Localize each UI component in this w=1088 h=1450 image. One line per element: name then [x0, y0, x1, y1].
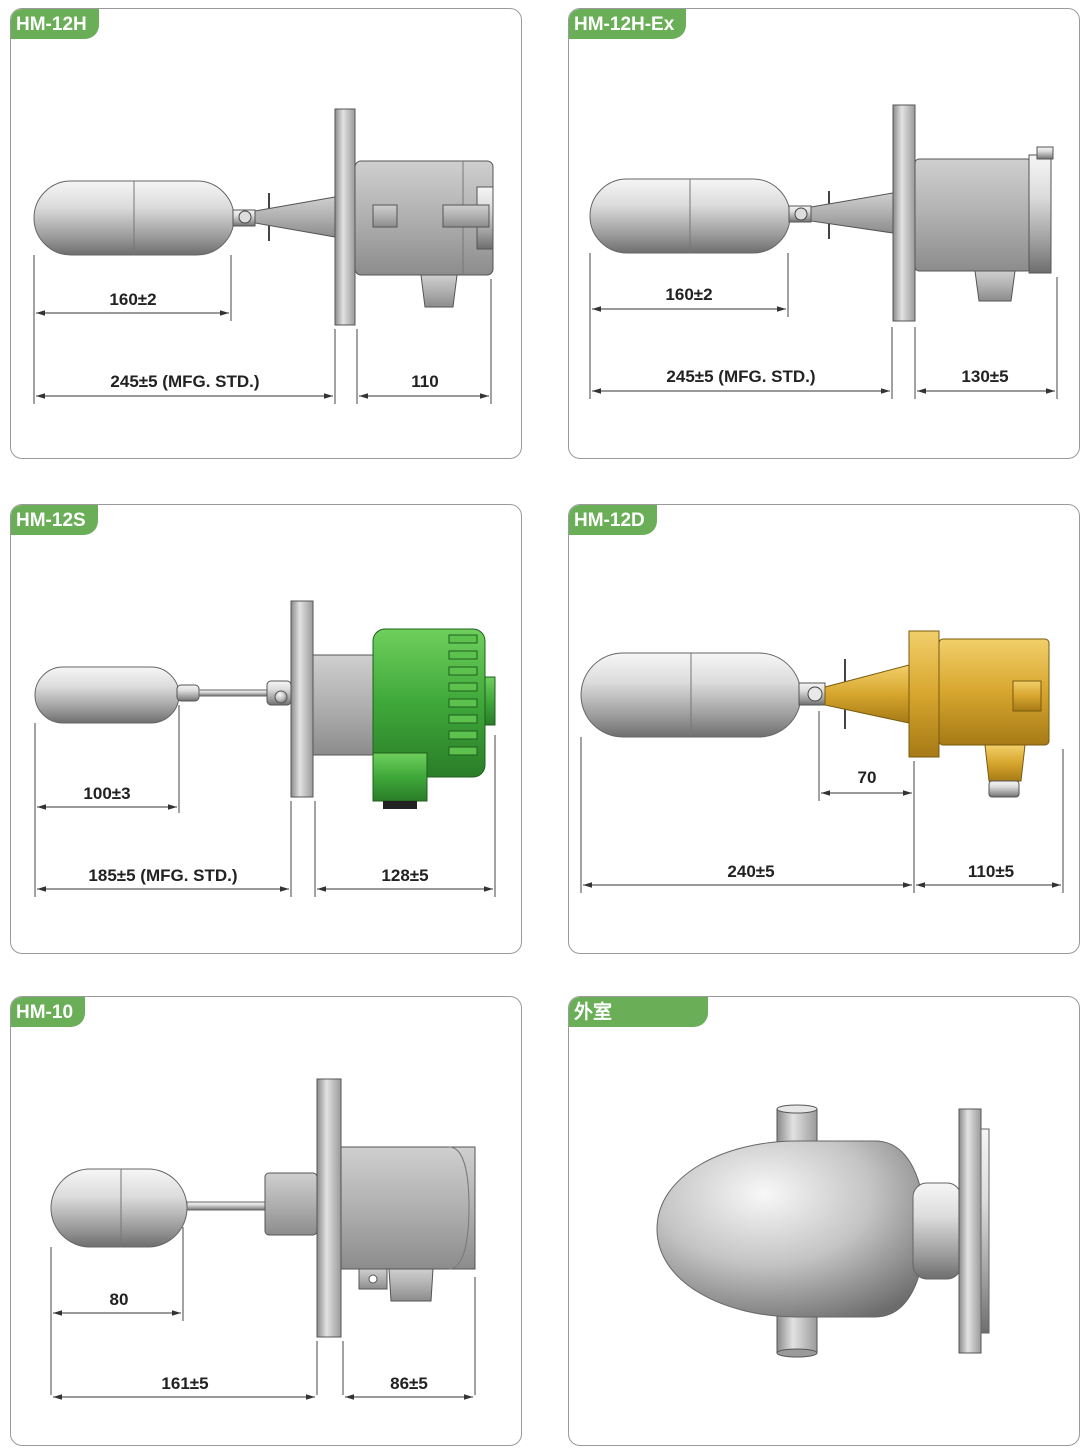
flange: [290, 600, 314, 798]
panel-hm-12d: HM-12D 70 240±5 110±5: [568, 504, 1080, 954]
panel-hm-12s: HM-12S 100±3 185±5 (MFG. STD.) 128±5: [10, 504, 522, 954]
conduit: [974, 270, 1016, 302]
panel-title: HM-12H-Ex: [569, 9, 687, 39]
float-ball: [50, 1168, 188, 1248]
dim-float-length: 160±2: [665, 285, 712, 304]
dim-housing-length: 86±5: [390, 1374, 428, 1393]
flange: [892, 104, 916, 322]
hm-10-drawing: 80 161±5 86±5: [50, 1078, 476, 1400]
side-neck: [912, 1182, 962, 1280]
dim-total-length: 240±5: [727, 862, 774, 881]
side-flange: [958, 1108, 982, 1354]
dim-housing-length: 110: [411, 372, 438, 391]
brass-arm: [824, 664, 910, 724]
rod: [186, 1201, 268, 1211]
hm-12h-drawing: 160±2 245±5 (MFG. STD.) 110: [33, 108, 494, 404]
panel-title: HM-12D: [569, 505, 657, 535]
panel-title: HM-12S: [11, 505, 98, 535]
panel-outer-chamber: 外室: [568, 996, 1080, 1446]
panel-title: HM-10: [11, 997, 86, 1027]
chamber-body: [656, 1140, 926, 1318]
hm-12s-drawing: 100±3 185±5 (MFG. STD.) 128±5: [34, 600, 496, 897]
panel-title: HM-12H: [11, 9, 99, 39]
dim-arm-length: 161±5: [161, 1374, 208, 1393]
dim-housing-length: 130±5: [961, 367, 1008, 386]
dim-float-length: 80: [110, 1290, 129, 1309]
dim-housing-length: 128±5: [381, 866, 428, 885]
outer-chamber-drawing: [656, 1104, 990, 1358]
hm-12h-ex-drawing: 160±2 245±5 (MFG. STD.) 130±5: [589, 104, 1058, 399]
conduit: [388, 1268, 434, 1302]
dim-arm-length: 245±5 (MFG. STD.): [110, 372, 259, 391]
arm: [254, 196, 336, 238]
panel-title: 外室: [569, 997, 709, 1027]
arm: [810, 192, 894, 234]
hm-12d-drawing: 70 240±5 110±5: [580, 630, 1064, 893]
rod: [198, 689, 270, 697]
housing: [340, 1146, 476, 1270]
panel-hm-10: HM-10 80 161±5 86±5: [10, 996, 522, 1446]
dim-float-length: 100±3: [83, 784, 130, 803]
panel-hm-12h-ex: HM-12H-Ex 160±2 245±5 (MFG. STD.) 130±5: [568, 8, 1080, 459]
dim-arm-length: 245±5 (MFG. STD.): [666, 367, 815, 386]
conduit: [420, 274, 458, 308]
dim-float-length: 160±2: [109, 290, 156, 309]
dim-housing-length: 110±5: [968, 862, 1014, 881]
dim-arm-length: 185±5 (MFG. STD.): [88, 866, 237, 885]
dim-arm-length: 70: [858, 768, 877, 787]
flange: [316, 1078, 342, 1338]
float-ball: [34, 666, 180, 724]
panel-hm-12h: HM-12H 160±2 245±5 (MFG. STD.) 110: [10, 8, 522, 459]
housing: [914, 158, 1032, 272]
flange: [334, 108, 356, 326]
brass-flange: [908, 630, 940, 758]
